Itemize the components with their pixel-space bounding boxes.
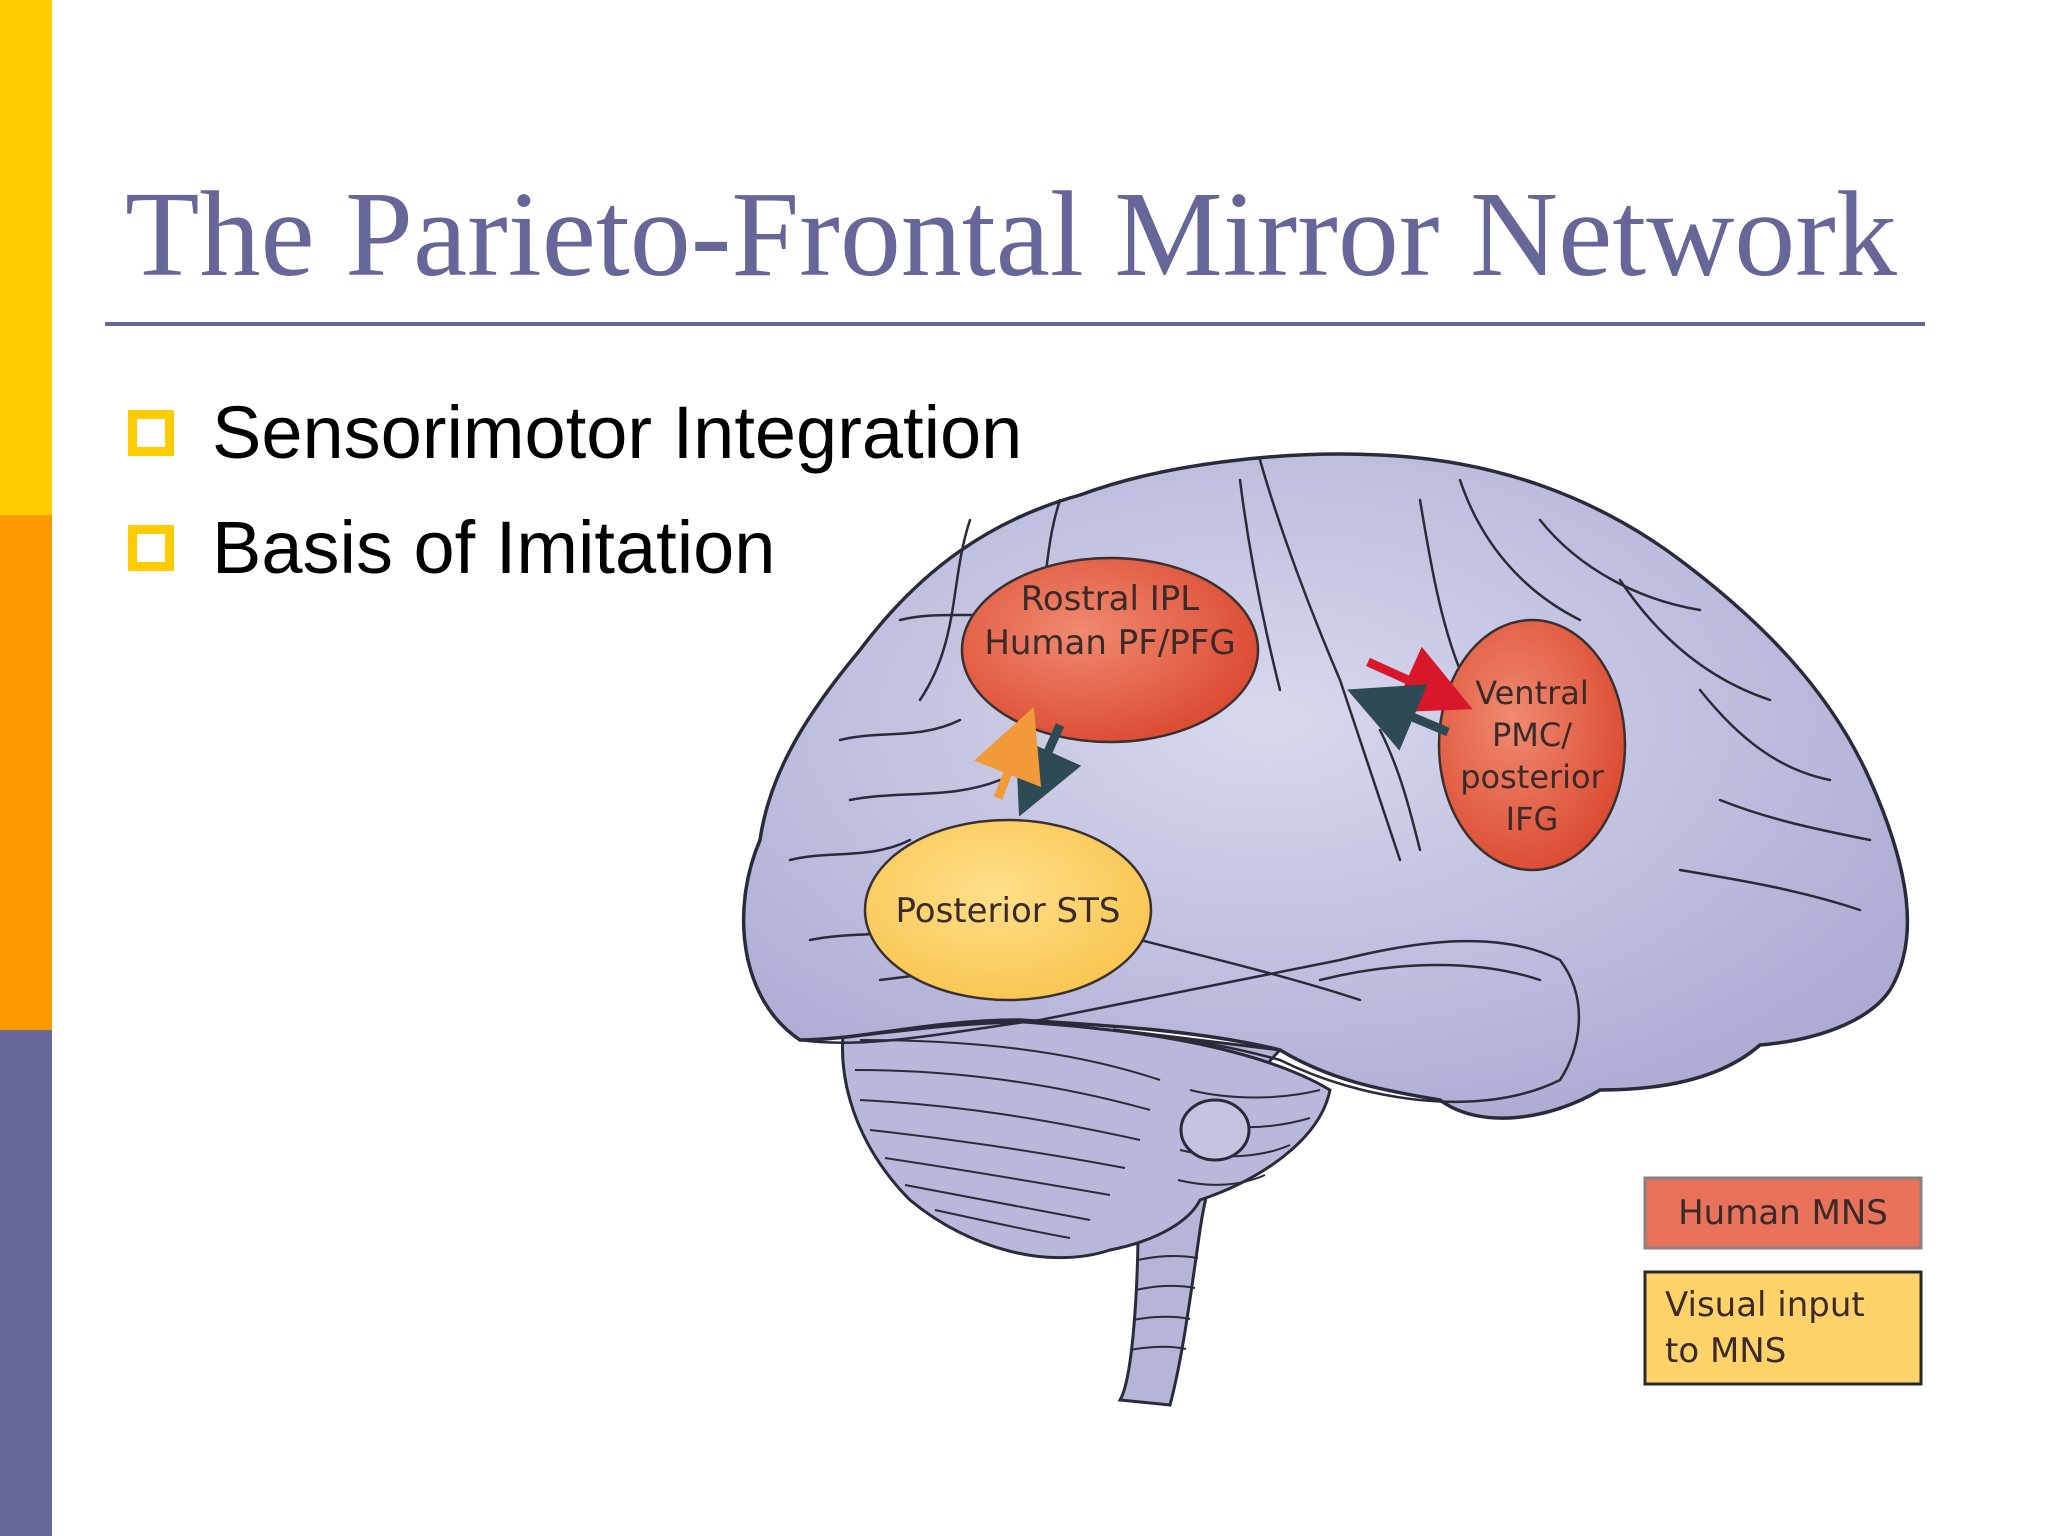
posterior-sts-label: Posterior STS [895, 891, 1120, 931]
ventral-pmc-label-line3: posterior [1460, 758, 1604, 796]
accent-bar-purple [0, 1030, 52, 1536]
arrow-ipl-to-pmc [1366, 646, 1473, 713]
ventral-pmc-label-line1: Ventral [1475, 674, 1589, 712]
ventral-pmc-label-line4: IFG [1506, 800, 1559, 838]
legend-visual-input-label-line2: to MNS [1665, 1331, 1786, 1371]
arrow-sts-to-ipl [974, 706, 1042, 800]
title-divider [105, 322, 1925, 326]
pons [1179, 1098, 1251, 1162]
bullet-item: Basis of Imitation [128, 490, 1022, 605]
legend-human-mns-swatch [1643, 1176, 1923, 1250]
cerebellum-folia [854, 1039, 1321, 1239]
square-bullet-icon [128, 409, 174, 456]
bullet-text: Sensorimotor Integration [212, 391, 1023, 474]
rostral-ipl-label-line1: Rostral IPL [1021, 579, 1200, 619]
accent-bar-gold [0, 0, 52, 515]
accent-bar-orange [0, 515, 52, 1030]
legend-visual-input-label-line1: Visual input [1665, 1285, 1865, 1325]
bullet-list: Sensorimotor Integration Basis of Imitat… [128, 375, 1022, 605]
arrow-pmc-to-ipl [1347, 684, 1450, 751]
bullet-item: Sensorimotor Integration [128, 375, 1022, 490]
posterior-sts-region [863, 818, 1153, 1002]
ventral-pmc-label-line2: PMC/ [1492, 716, 1572, 754]
square-bullet-icon [128, 524, 174, 571]
bullet-text: Basis of Imitation [212, 506, 776, 589]
legend-visual-input-swatch [1643, 1270, 1923, 1386]
rostral-ipl-label-line2: Human PF/PFG [984, 623, 1235, 663]
brain-diagram: Posterior STS Rostral IPL Human PF/PFG V… [720, 440, 1930, 1440]
slide-title: The Parieto-Frontal Mirror Network [125, 167, 1897, 302]
legend-human-mns-label: Human MNS [1678, 1193, 1888, 1233]
ventral-pmc-region [1437, 618, 1627, 872]
temporal-lobe [799, 939, 1581, 1104]
rostral-ipl-region [960, 556, 1260, 744]
cerebrum [741, 452, 1910, 1120]
brainstem-lines [1129, 1254, 1199, 1351]
